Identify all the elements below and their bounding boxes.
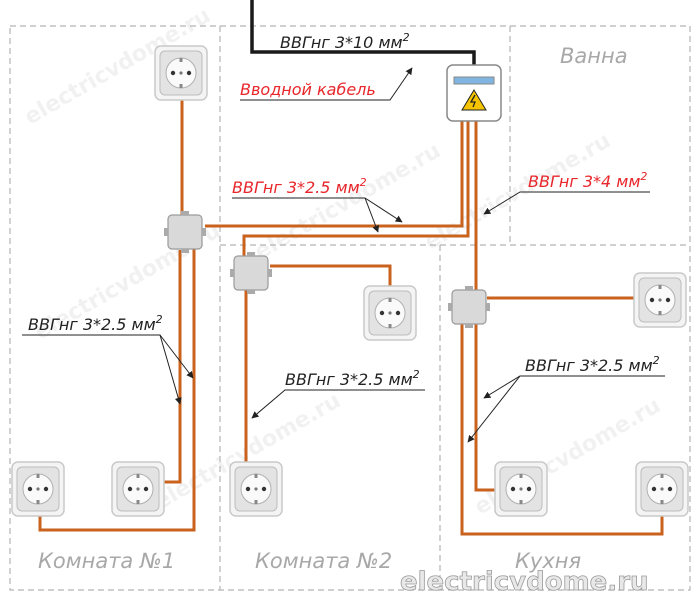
input-cable-spec-label: ВВГнг 3*10 мм2 <box>280 31 410 52</box>
room-label-room1: Комната №1 <box>38 549 175 573</box>
room-label-room2: Комната №2 <box>255 549 392 573</box>
socket-kitchen-right <box>635 461 689 517</box>
junction-box-kitchen <box>447 285 491 329</box>
input-cable <box>250 0 476 66</box>
input-cable-name-label: Вводной кабель <box>240 80 376 99</box>
room1-socket-cable-label: ВВГнг 3*2.5 мм2 <box>28 313 163 334</box>
leader-lines <box>22 67 665 443</box>
room2-socket-cable-label: ВВГнг 3*2.5 мм2 <box>285 368 420 389</box>
watermark-text: electricvdome.ru <box>251 138 446 265</box>
panel-to-room1-cable-label: ВВГнг 3*2.5 мм2 <box>232 176 367 197</box>
room-borders <box>9 25 691 591</box>
room-label-kitchen: Кухня <box>515 549 581 573</box>
socket-room1-right <box>111 461 165 517</box>
junction-box-room2 <box>229 251 273 295</box>
kitchen-socket-cable-label: ВВГнг 3*2.5 мм2 <box>525 354 660 375</box>
room-label-bath: Ванна <box>560 44 628 68</box>
socket-kitchen-left <box>494 461 548 517</box>
socket-room1-top <box>154 45 208 101</box>
socket-room1-left <box>11 461 65 517</box>
warning-icon <box>461 89 487 111</box>
socket-room2-lower <box>229 461 283 517</box>
wires <box>38 100 664 536</box>
site-watermark: electricvdome.ru <box>400 567 649 596</box>
socket-room2-upper <box>363 285 417 341</box>
socket-kitchen-upper <box>633 272 687 328</box>
panel-to-kitchen-cable-label: ВВГнг 3*4 мм2 <box>528 170 647 191</box>
junction-box-room1 <box>163 210 207 254</box>
distribution-panel <box>446 64 502 122</box>
